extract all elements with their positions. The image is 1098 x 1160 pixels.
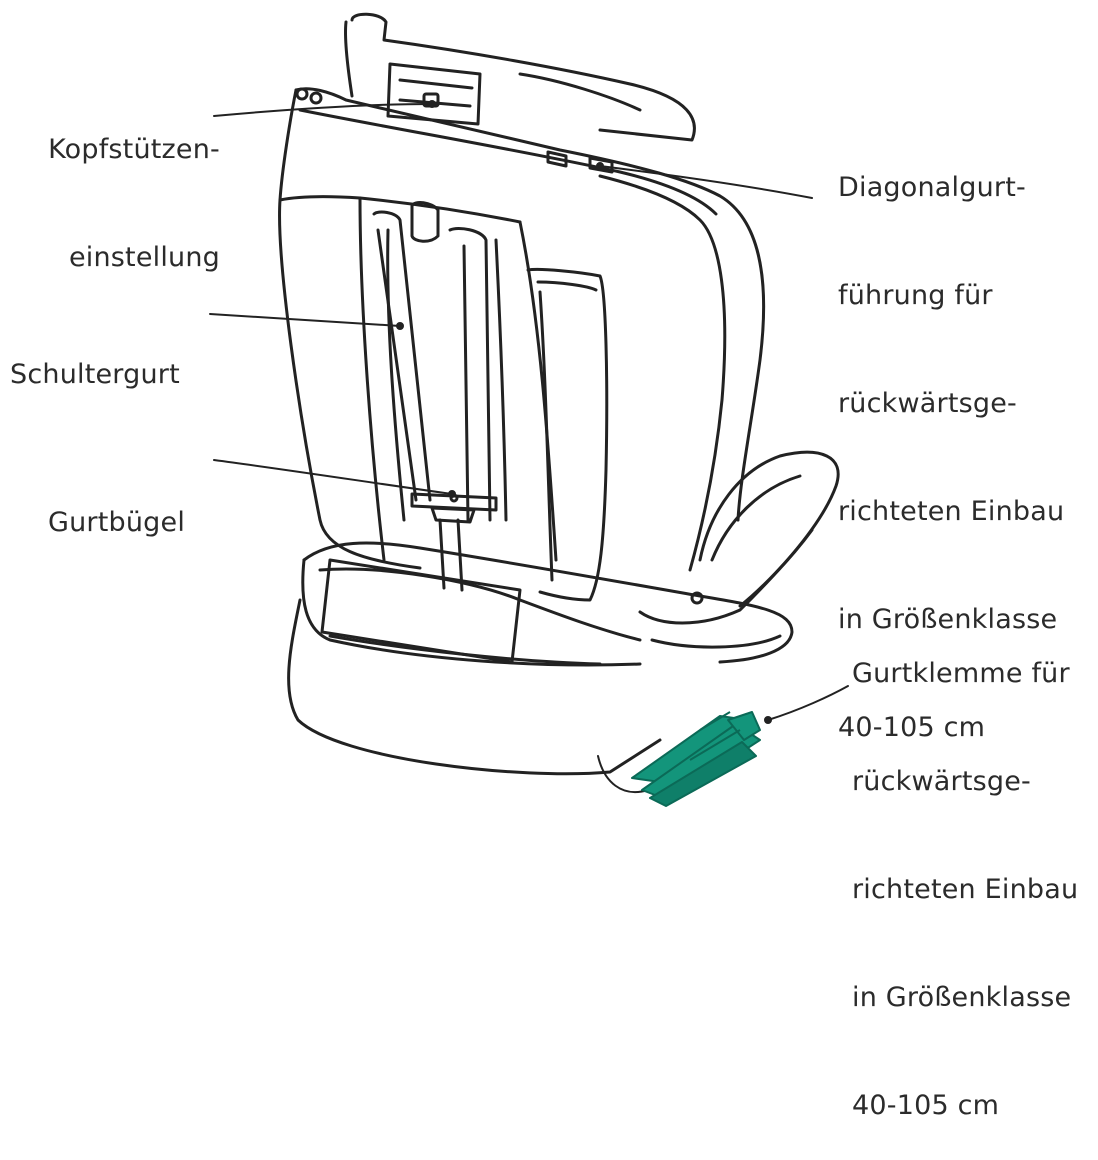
shoulder-belts xyxy=(372,201,508,592)
leader-line-gurtklemme xyxy=(767,685,849,721)
label-gurtklemme: Gurtklemme für rückwärtsge- richteten Ei… xyxy=(852,584,1078,1160)
leader-line-schultergurt xyxy=(209,313,401,327)
label-line: 40-105 cm xyxy=(838,712,986,743)
leader-dot-gurtbuegel xyxy=(448,490,456,498)
label-line: Gurtklemme für xyxy=(852,658,1070,689)
label-gurtbuegel: Gurtbügel xyxy=(48,433,185,577)
label-line: in Größenklasse xyxy=(852,982,1072,1013)
leader-dot-diagonalgurt xyxy=(596,162,604,170)
belt-clip xyxy=(631,711,761,807)
leader-dot-kopfstuetze xyxy=(428,100,436,108)
car-seat-diagram xyxy=(209,12,849,807)
backrest xyxy=(278,87,766,572)
leader-line-kopfstuetze xyxy=(213,103,433,117)
label-line: Kopfstützen- xyxy=(48,134,220,165)
leader-dot-gurtklemme xyxy=(764,716,772,724)
leader-line-diagonalgurt xyxy=(599,165,813,199)
label-diagonalgurtfuehrung: Diagonalgurt- führung für rückwärtsge- r… xyxy=(838,98,1064,782)
leader-dot-schultergurt xyxy=(396,322,404,330)
label-kopfstuetzeneinstellung: Kopfstützen- einstellung xyxy=(10,60,220,312)
belt-buckle xyxy=(410,492,498,524)
headrest xyxy=(343,12,696,142)
label-line: richteten Einbau xyxy=(852,874,1079,905)
label-line: Gurtbügel xyxy=(48,507,186,538)
label-line: führung für xyxy=(838,280,993,311)
label-line: richteten Einbau xyxy=(838,496,1065,527)
side-panel xyxy=(526,267,609,602)
headrest-adjuster xyxy=(295,87,323,105)
clip-cable xyxy=(597,755,649,793)
leader-line-gurtbuegel xyxy=(213,459,453,495)
label-line: rückwärtsge- xyxy=(852,766,1031,797)
label-line: in Größenklasse xyxy=(838,604,1058,635)
side-wing xyxy=(638,450,840,625)
label-schultergurt: Schultergurt xyxy=(10,285,180,429)
label-line: Schultergurt xyxy=(10,359,180,390)
label-line: einstellung xyxy=(68,242,220,273)
label-line: rückwärtsge- xyxy=(838,388,1017,419)
label-line: Diagonalgurt- xyxy=(838,172,1026,203)
label-line: 40-105 cm xyxy=(852,1090,1000,1121)
